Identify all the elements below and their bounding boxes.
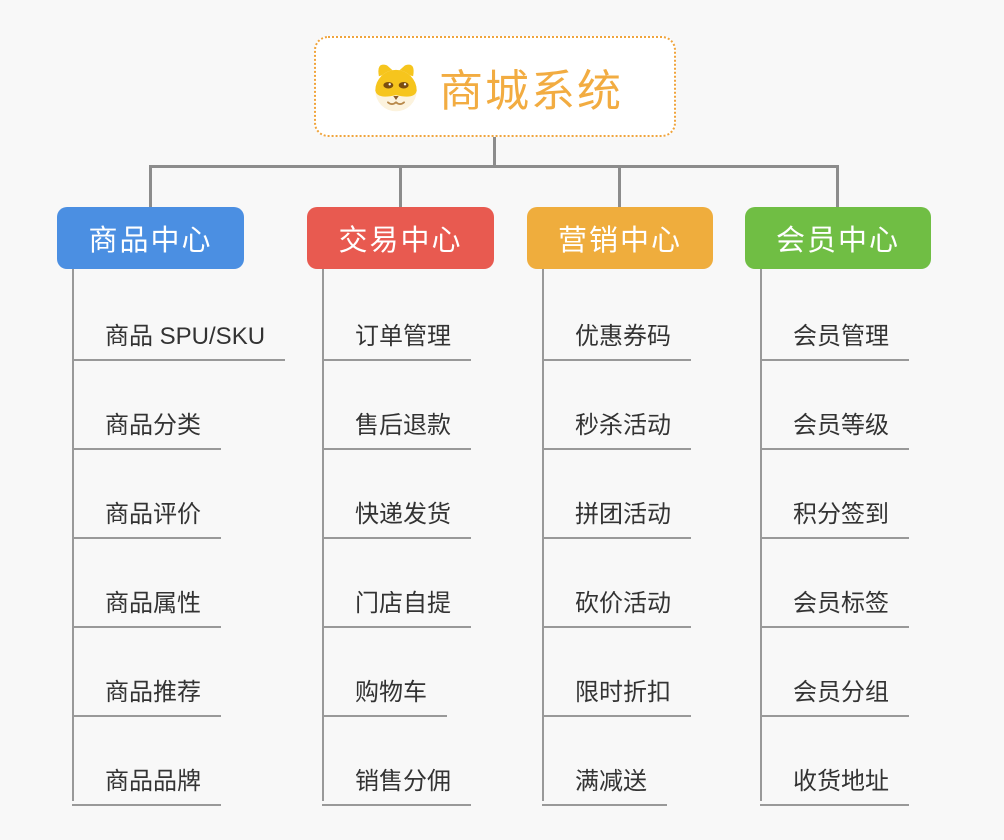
leaf-node[interactable]: 收货地址	[760, 761, 909, 806]
doge-icon	[375, 64, 417, 111]
leaf-node[interactable]: 快递发货	[322, 494, 471, 539]
leaf-node[interactable]: 积分签到	[760, 494, 909, 539]
branch-box-member-center[interactable]: 会员中心	[745, 207, 931, 269]
root-node[interactable]: 商城系统	[314, 36, 676, 137]
branch-spine-1	[72, 269, 74, 801]
leaf-node[interactable]: 商品分类	[72, 405, 221, 450]
connector-drop-2	[399, 165, 402, 208]
branch-box-product-center[interactable]: 商品中心	[57, 207, 244, 269]
branch-spine-2	[322, 269, 324, 801]
root-title: 商城系统	[439, 66, 623, 116]
leaf-node[interactable]: 售后退款	[322, 405, 471, 450]
leaf-node[interactable]: 会员分组	[760, 672, 909, 717]
branch-spine-3	[542, 269, 544, 801]
leaf-node[interactable]: 商品推荐	[72, 672, 221, 717]
leaf-node[interactable]: 商品评价	[72, 494, 221, 539]
branch-spine-4	[760, 269, 762, 801]
leaf-node[interactable]: 满减送	[542, 761, 667, 806]
leaf-node[interactable]: 商品品牌	[72, 761, 221, 806]
leaf-node[interactable]: 订单管理	[322, 316, 471, 361]
leaf-node[interactable]: 会员管理	[760, 316, 909, 361]
leaf-node[interactable]: 优惠券码	[542, 316, 691, 361]
connector-root-stub	[493, 137, 496, 167]
connector-drop-3	[618, 165, 621, 208]
leaf-node[interactable]: 销售分佣	[322, 761, 471, 806]
leaf-node[interactable]: 商品属性	[72, 583, 221, 628]
leaf-node[interactable]: 限时折扣	[542, 672, 691, 717]
leaf-node[interactable]: 拼团活动	[542, 494, 691, 539]
connector-horizontal	[149, 165, 839, 168]
branch-box-trade-center[interactable]: 交易中心	[307, 207, 494, 269]
leaf-node[interactable]: 秒杀活动	[542, 405, 691, 450]
leaf-node[interactable]: 会员等级	[760, 405, 909, 450]
leaf-node[interactable]: 砍价活动	[542, 583, 691, 628]
connector-drop-4	[836, 165, 839, 208]
leaf-node[interactable]: 购物车	[322, 672, 447, 717]
connector-drop-1	[149, 165, 152, 208]
branch-box-marketing-center[interactable]: 营销中心	[527, 207, 713, 269]
leaf-node[interactable]: 门店自提	[322, 583, 471, 628]
leaf-node[interactable]: 商品 SPU/SKU	[72, 316, 286, 361]
leaf-node[interactable]: 会员标签	[760, 583, 909, 628]
